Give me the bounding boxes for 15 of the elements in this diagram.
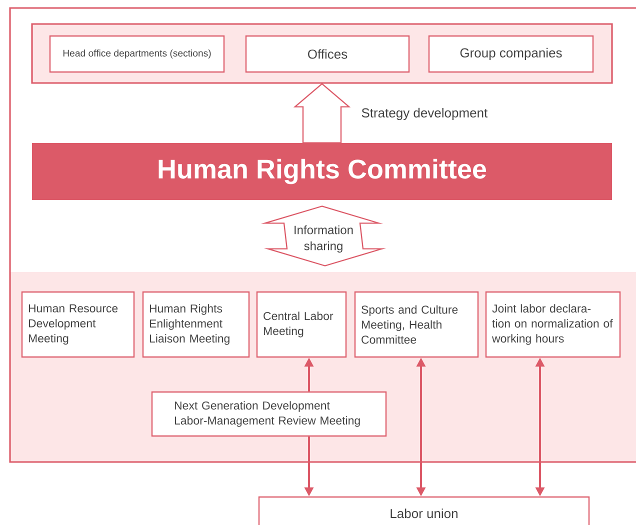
block-arrow [293,83,351,144]
box-label: Labor union [390,508,458,518]
meeting-box: Sports and Culture Meeting, Health Committee [354,291,479,358]
edge-label: Strategy development [362,108,488,120]
organization-box [258,496,590,525]
organization-box: Group companies [428,35,594,73]
organization-box: Offices [245,35,410,73]
meeting-box: Next Generation Development Labor-Management Review Meeting [151,391,387,437]
edge-label: Information sharing [294,225,353,253]
meeting-box: Human Rights Enlightenment Liaison Meeting [142,291,250,358]
meeting-box: Human Resource Development Meeting [21,291,135,358]
meeting-box: Central Labor Meeting [256,291,347,358]
meeting-box: Joint labor declara- tion on normalization of working hours [485,291,621,358]
organization-box: Head office departments (sections) [49,35,225,73]
committee-banner: Human Rights Committee [32,143,612,200]
